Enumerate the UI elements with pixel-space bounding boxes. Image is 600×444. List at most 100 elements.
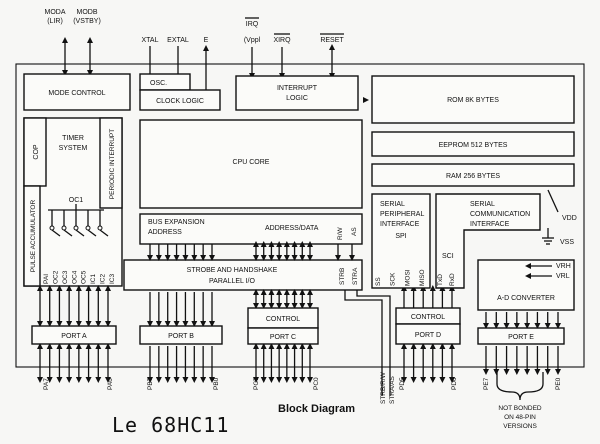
timer-signal-label: IC3 [109, 274, 116, 285]
oc1-switch-group [49, 210, 109, 237]
clock-logic-block [139, 89, 221, 111]
irq-label: IRQ [246, 21, 259, 28]
spi-label: SPI [395, 233, 406, 240]
stra-label: STRA [352, 267, 359, 285]
address-label: ADDRESS [148, 229, 182, 236]
not-bonded-line-1: NOT BONDED [498, 405, 542, 412]
eeprom-label: EEPROM 512 BYTES [439, 142, 508, 149]
clock-logic-label: CLOCK LOGIC [156, 98, 204, 105]
pb0-label: PB0 [213, 377, 220, 390]
port-c-label: PORT C [270, 334, 296, 341]
spi-signal-group: SS SCK MOSI MISO [375, 269, 426, 286]
oc1-switch-arm [51, 229, 61, 237]
reset-label: RESET [320, 37, 344, 44]
cop-label: COP [33, 144, 40, 160]
port-a-block [31, 325, 117, 345]
pe0-label: PE0 [555, 377, 562, 390]
cpu-core-label: CPU CORE [233, 159, 270, 166]
pulse-accumulator-block [23, 185, 41, 287]
vdd-line [547, 189, 559, 213]
interrupt-logic-block [235, 75, 359, 111]
oc1-switch-contact [61, 225, 67, 231]
vdd-label: VDD [562, 215, 577, 222]
pc7-label: PC7 [253, 377, 260, 390]
moda-label: MODA [45, 9, 66, 16]
spi-interface-label: INTERFACE [380, 221, 420, 228]
not-bonded-line-3: VERSIONS [503, 423, 537, 430]
oc1-switch-arm [99, 229, 109, 237]
irq-sub-label: (Vppl [244, 37, 261, 44]
vrh-label: VRH [556, 263, 571, 270]
modb-label: MODB [77, 9, 98, 16]
modb-sub-label: (VSTBY) [73, 18, 101, 25]
spi-signal-label: SS [375, 277, 382, 286]
oc1-switch-arm [87, 229, 97, 237]
vss-label: VSS [560, 239, 574, 246]
parallel-io-label: PARALLEL I/O [209, 278, 255, 285]
timer-signal-label: IC1 [90, 274, 97, 285]
pc0-label: PC0 [313, 377, 320, 390]
vrl-label: VRL [556, 273, 570, 280]
timer-signal-label: PAI [43, 274, 50, 284]
port-c-block [247, 327, 319, 345]
spi-signal-label: MOSI [404, 269, 411, 286]
moda-sub-label: (LIR) [47, 18, 63, 25]
address-data-label: ADDRESS/DATA [265, 225, 319, 232]
pa0-label: PA0 [107, 378, 114, 390]
port-c-control-label: CONTROL [266, 316, 300, 323]
oc1-switch-contact [97, 225, 103, 231]
xirq-label: XIRQ [273, 37, 291, 44]
spi-signal-label: MISO [419, 269, 426, 286]
strb-route [344, 290, 383, 396]
bus-expansion-label: BUS EXPANSION [148, 219, 205, 226]
timer-signal-label: OC3 [62, 270, 69, 284]
block-diagram-caption: Block Diagram [278, 403, 355, 415]
extal-label: EXTAL [167, 37, 189, 44]
strobe-handshake-label: STROBE AND HANDSHAKE [187, 267, 278, 274]
timer-label: TIMER [62, 135, 84, 142]
spi-peripheral-label: PERIPHERAL [380, 211, 424, 218]
system-label: SYSTEM [59, 145, 88, 152]
pe7-label: PE7 [483, 377, 490, 390]
pa7-label: PA7 [43, 378, 50, 390]
strb-rw-label: STRB/R/W [380, 371, 387, 404]
stra-route [356, 290, 391, 396]
timer-signal-label: OC5 [81, 270, 88, 284]
sci-signal-label: TxD [437, 274, 444, 286]
ad-converter-label: A-D CONVERTER [497, 295, 555, 302]
pd0-label: PD0 [451, 377, 458, 390]
port-b-block [139, 325, 223, 345]
logic-label: LOGIC [286, 95, 308, 102]
rw-label: R/W [337, 227, 344, 241]
pb7-label: PB7 [147, 377, 154, 390]
cpu-core-block [139, 119, 363, 209]
mode-control-label: MODE CONTROL [48, 90, 105, 97]
timer-signal-label: IC2 [100, 274, 107, 285]
oc1-switch-arm [75, 229, 85, 237]
strobe-handshake-block [123, 259, 363, 291]
eeprom-block [371, 131, 575, 157]
xtal-label: XTAL [142, 37, 159, 44]
ram-label: RAM 256 BYTES [446, 173, 500, 180]
port-d-control-label: CONTROL [411, 314, 445, 321]
port-a-label: PORT A [61, 333, 87, 340]
diagram-title: Le 68HC11 [112, 413, 229, 437]
oc1-switch-contact [49, 225, 55, 231]
spi-serial-label: SERIAL [380, 201, 405, 208]
sci-interface-label: INTERFACE [470, 221, 510, 228]
mode-control-block [23, 73, 131, 111]
port-b-label: PORT B [168, 333, 194, 340]
stra-as-label: STRA/AS [389, 376, 396, 404]
oc1-switch-arm [63, 229, 73, 237]
sci-block [435, 193, 541, 289]
as-label: AS [351, 227, 358, 236]
bus-arrow-group [37, 241, 561, 383]
port-d-label: PORT D [415, 332, 441, 339]
not-bonded-brace [496, 372, 544, 401]
spi-signal-label: SCK [390, 272, 397, 286]
ram-block [371, 163, 575, 187]
pulse-accumulator-label: PULSE ACCUMULATOR [30, 200, 37, 273]
